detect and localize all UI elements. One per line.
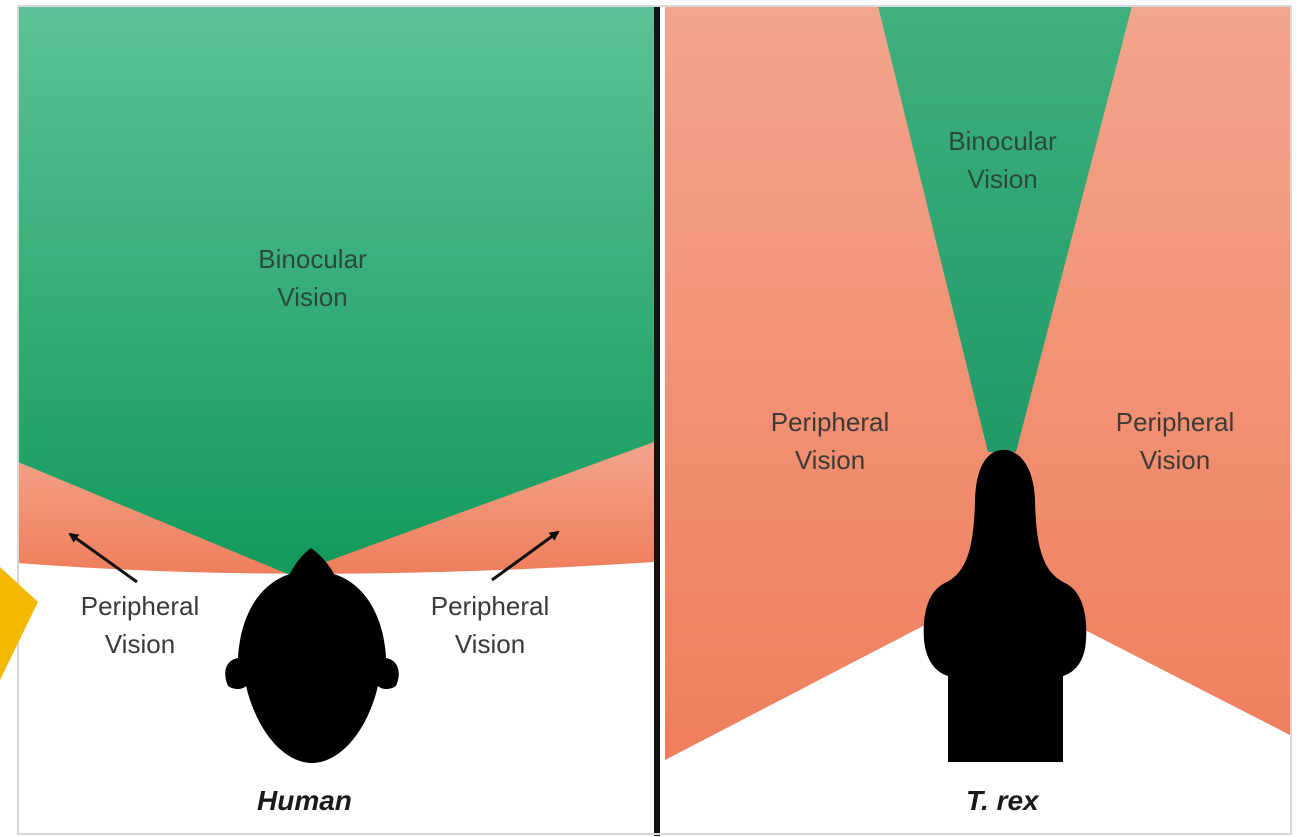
human-peripheral-left-label: Peripheral Vision <box>55 587 225 663</box>
trex-peripheral-right-label: Peripheral Vision <box>1090 403 1260 479</box>
panel-divider <box>654 6 660 836</box>
trex-caption: T. rex <box>966 785 1039 817</box>
human-binocular-label: Binocular Vision <box>230 240 395 316</box>
trex-peripheral-left-label: Peripheral Vision <box>745 403 915 479</box>
trex-binocular-label: Binocular Vision <box>920 122 1085 198</box>
human-panel <box>18 6 654 834</box>
human-caption: Human <box>257 785 352 817</box>
human-peripheral-right-label: Peripheral Vision <box>405 587 575 663</box>
